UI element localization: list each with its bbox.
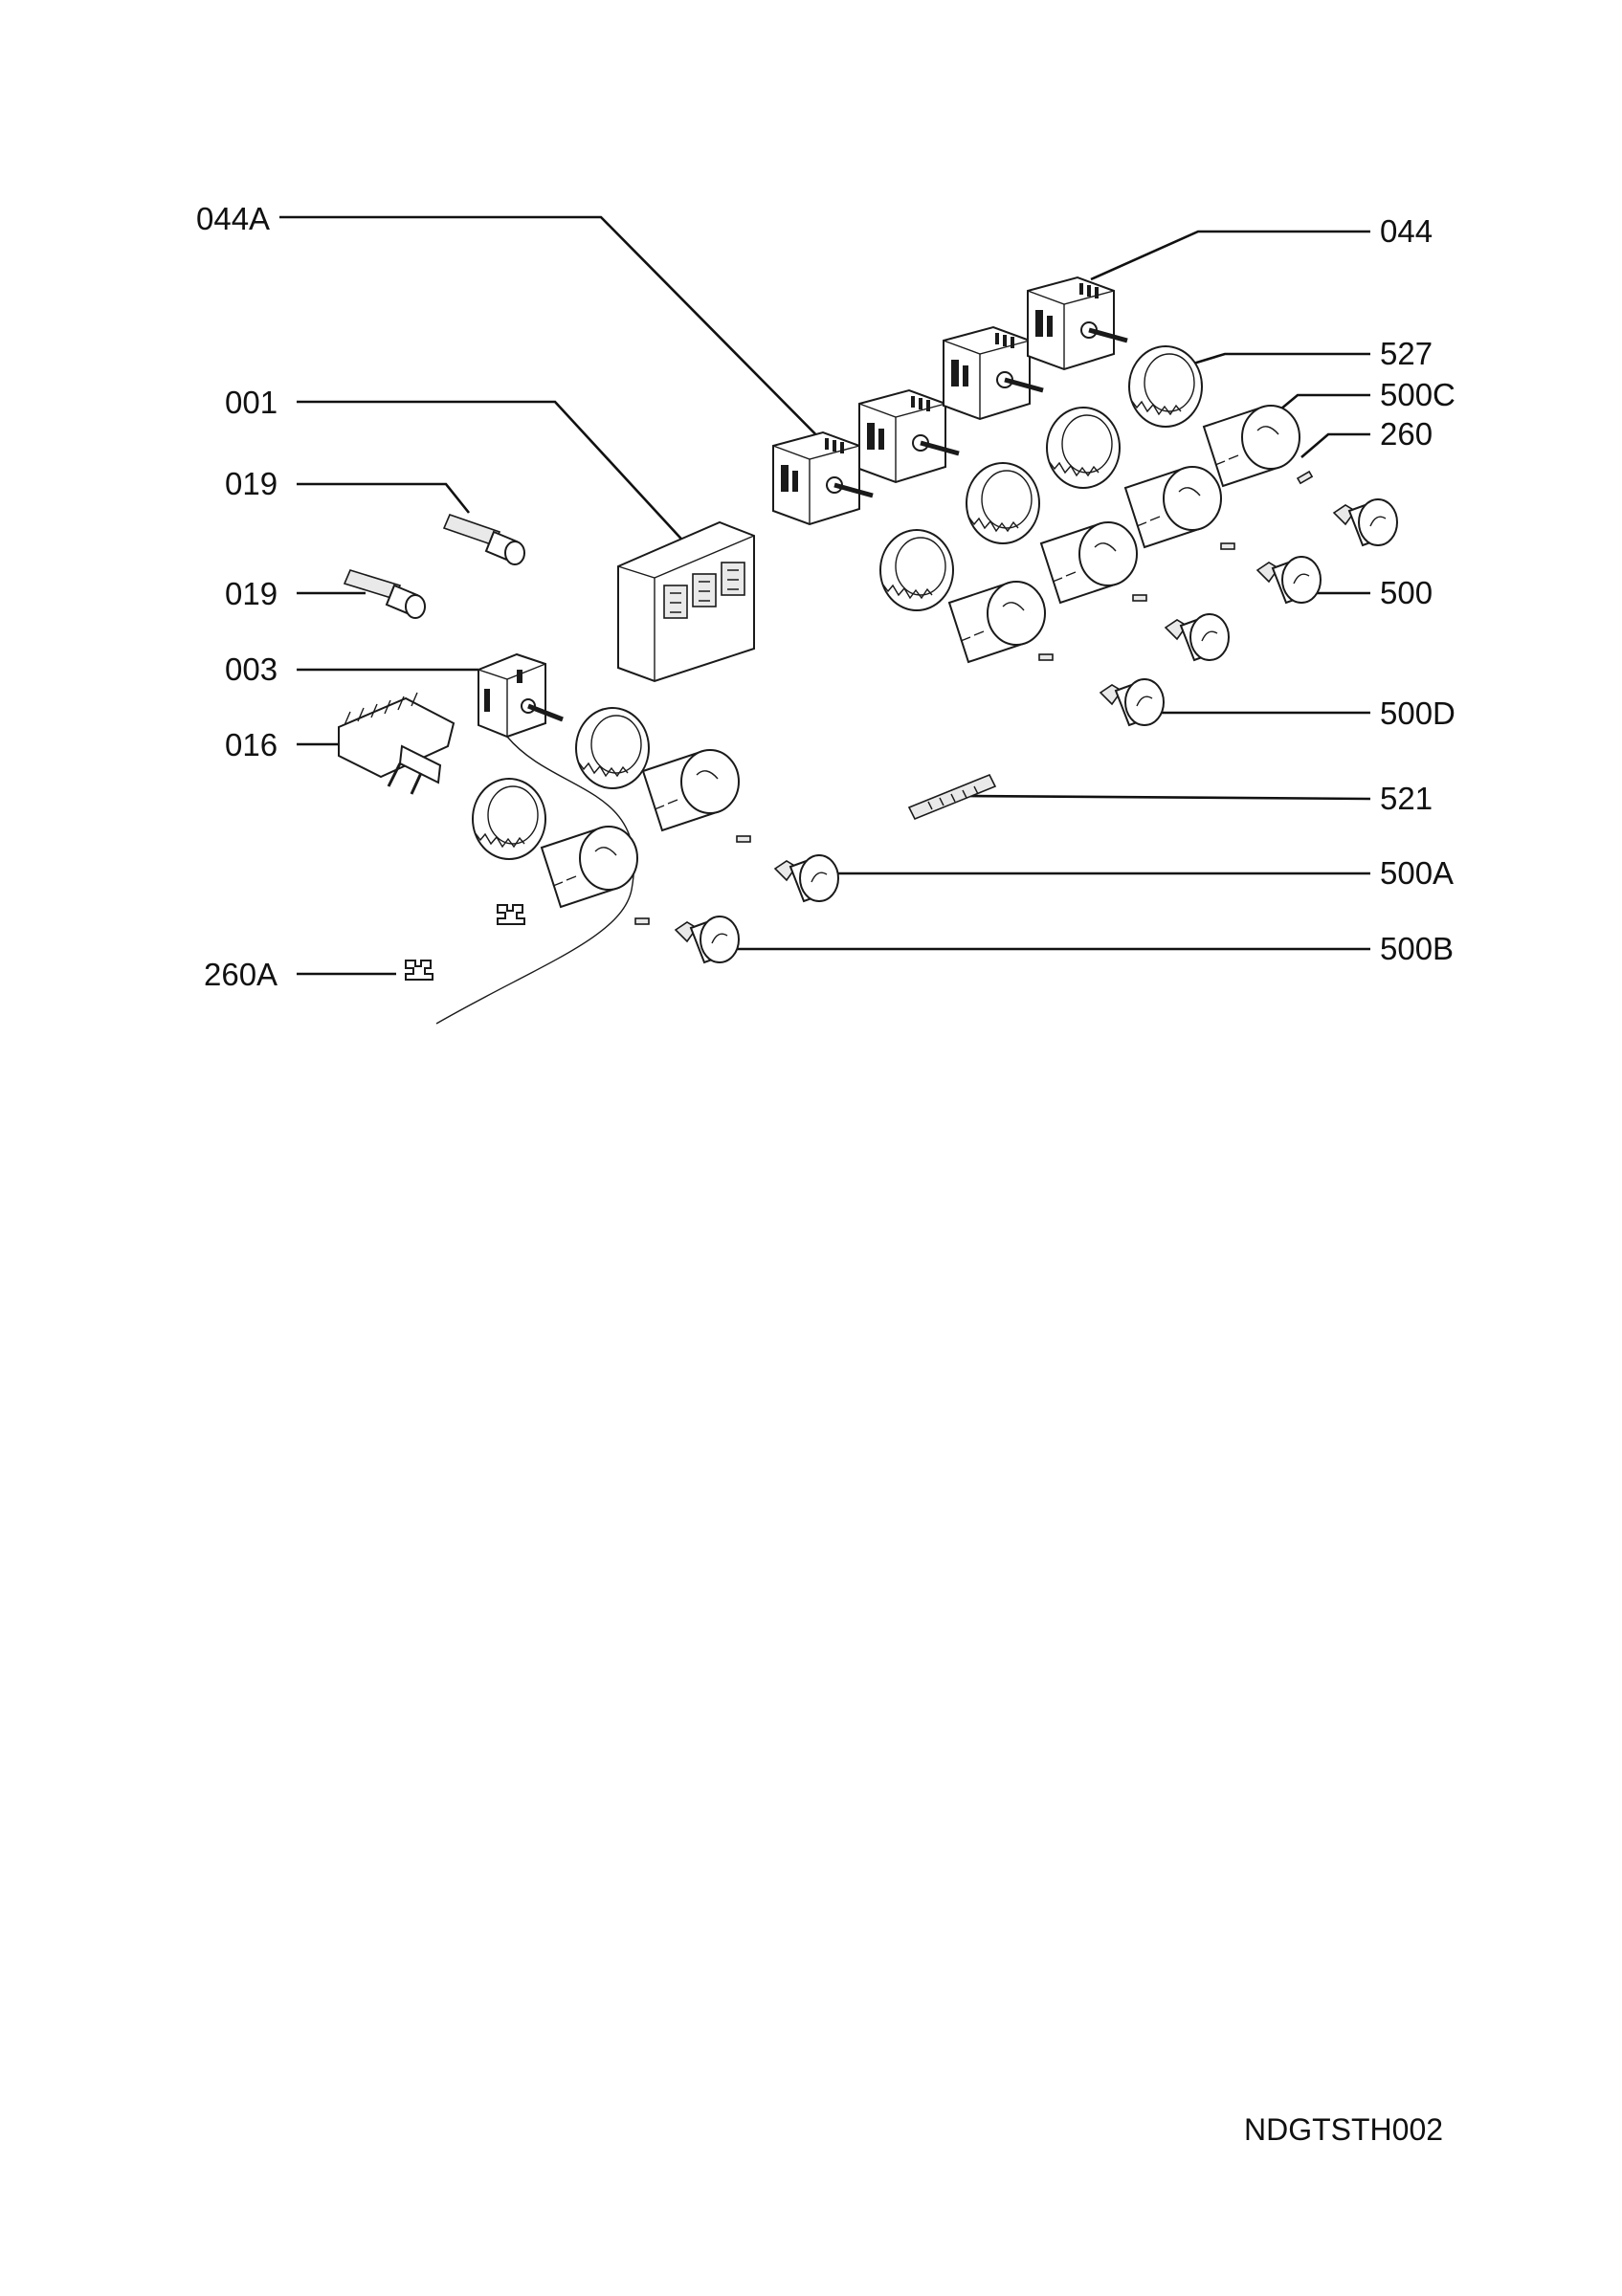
thermostat-003 <box>435 652 635 1025</box>
bracket-260A <box>405 960 433 981</box>
knob-ring-5 <box>575 707 650 789</box>
control-knob-500D <box>1100 678 1165 726</box>
control-knob-500B <box>675 916 740 963</box>
knob-ring-2 <box>1046 407 1121 489</box>
knob-ring-3 <box>966 462 1040 544</box>
leader-019-top <box>297 482 471 514</box>
document-code: NDGTSTH002 <box>1244 2112 1444 2147</box>
callout-003: 003 <box>225 651 278 687</box>
pilot-lamp-top <box>442 514 525 565</box>
leader-044A <box>279 215 841 460</box>
leader-521 <box>964 794 1371 801</box>
pilot-lamp-bottom <box>343 569 426 619</box>
leader-001 <box>297 400 690 548</box>
callout-521: 521 <box>1380 781 1433 816</box>
knob-body-2 <box>1124 466 1222 548</box>
control-knob-500A <box>774 854 839 902</box>
callout-016: 016 <box>225 727 278 762</box>
callout-019-bottom: 019 <box>225 576 278 611</box>
energy-regulator-044 <box>1028 277 1127 369</box>
leader-260 <box>1300 432 1370 458</box>
knob-body-6 <box>541 826 638 908</box>
clip-260 <box>1297 471 1313 484</box>
knob-ring-6 <box>472 778 546 860</box>
selector-switch-016 <box>338 692 455 795</box>
knob-body-5 <box>642 749 740 831</box>
clip-5 <box>736 835 751 843</box>
control-knob-top <box>1333 498 1398 546</box>
bracket-260A-upper <box>497 904 525 925</box>
callout-260: 260 <box>1380 416 1433 452</box>
control-knob-500 <box>1256 556 1322 604</box>
knob-body-4 <box>948 581 1046 663</box>
knob-body-3 <box>1040 521 1138 604</box>
leader-044 <box>1090 230 1370 281</box>
callout-500A: 500A <box>1380 855 1454 891</box>
callout-500C: 500C <box>1380 377 1455 412</box>
callout-019-top: 019 <box>225 466 278 501</box>
clip-4 <box>1038 653 1054 661</box>
callout-044: 044 <box>1380 213 1433 249</box>
clip-3 <box>1132 594 1147 602</box>
knob-ring-4 <box>879 529 954 611</box>
control-knob-3 <box>1165 613 1230 661</box>
clip-6 <box>634 917 650 925</box>
knob-body-500C <box>1203 405 1300 487</box>
leader-527 <box>1180 352 1370 369</box>
energy-regulator-044A <box>773 432 873 524</box>
decor-strip-521 <box>907 773 997 821</box>
clip-2 <box>1220 542 1235 550</box>
callout-500B: 500B <box>1380 931 1454 966</box>
callout-044A: 044A <box>196 201 270 236</box>
callout-260A: 260A <box>204 957 278 992</box>
callout-500: 500 <box>1380 575 1433 610</box>
callout-001: 001 <box>225 385 278 420</box>
callout-527: 527 <box>1380 336 1433 371</box>
timer-display-module <box>617 520 755 683</box>
callout-500D: 500D <box>1380 695 1455 731</box>
knob-ring-527 <box>1128 345 1203 428</box>
